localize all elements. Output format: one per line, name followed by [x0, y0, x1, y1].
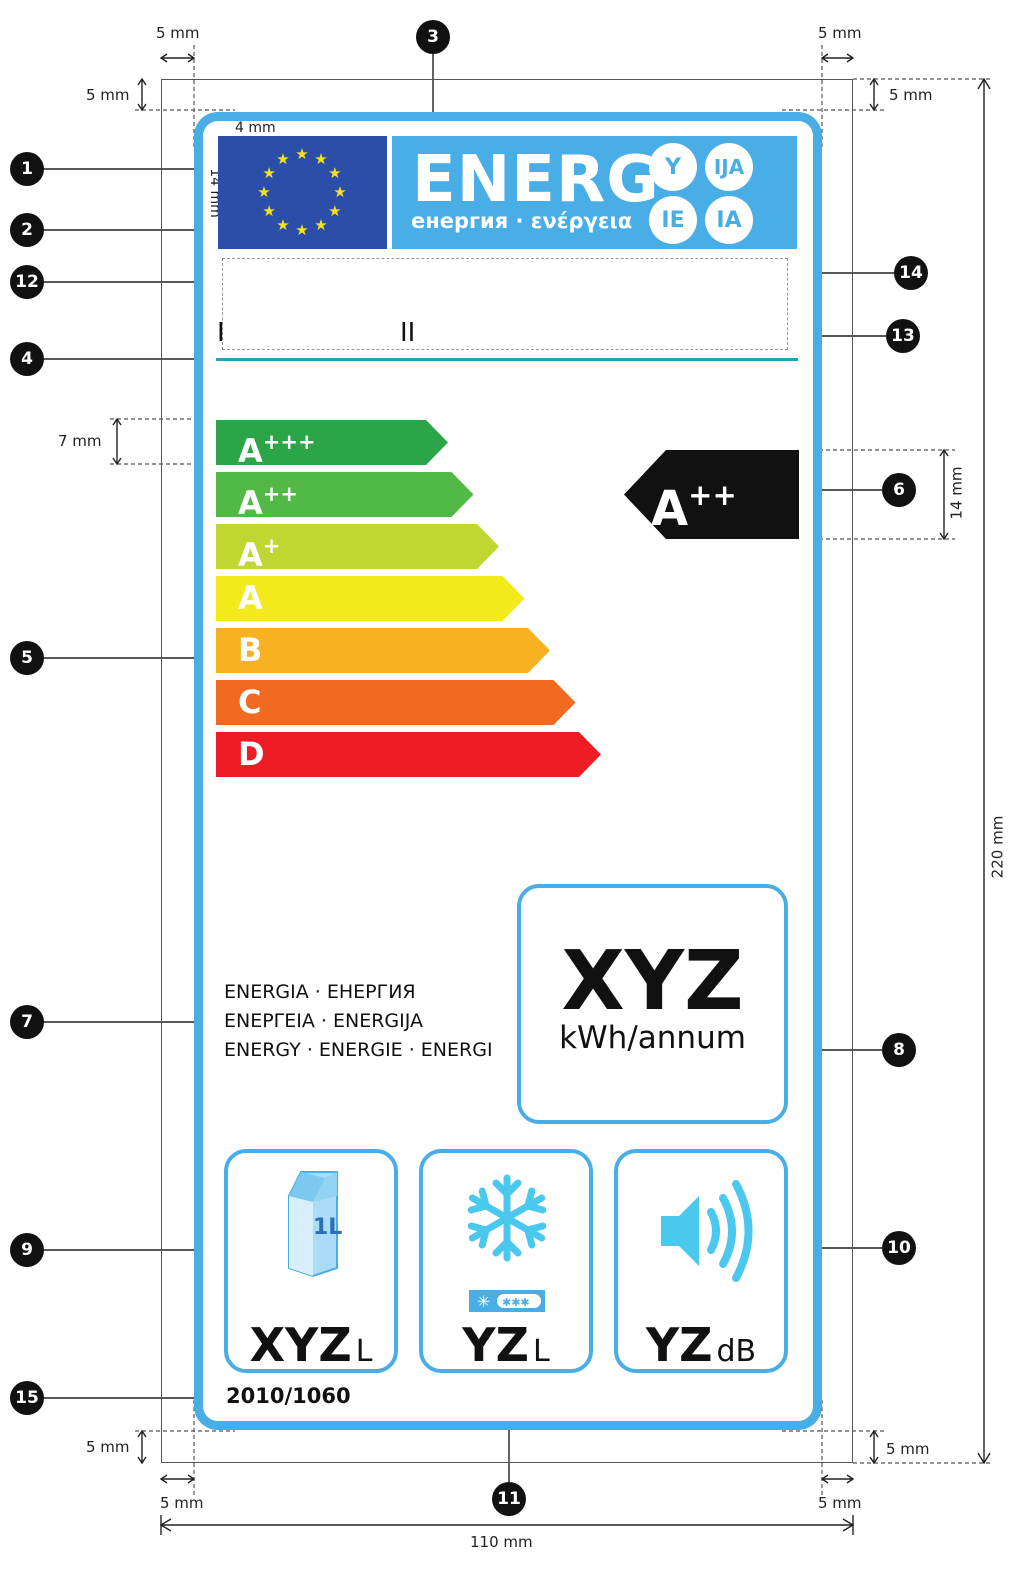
- snowflake-icon: [461, 1174, 553, 1264]
- energy-class-bar: [216, 472, 474, 517]
- callout-13: 13: [886, 319, 920, 353]
- callout-12: 12: [10, 265, 44, 299]
- energy-class-label: D: [238, 735, 265, 773]
- callout-5: 5: [10, 641, 44, 675]
- callout-14: 14: [894, 256, 928, 290]
- outer-print-boundary: [161, 79, 853, 1463]
- energy-class-label: A+: [238, 534, 281, 574]
- callout-3: 3: [416, 20, 450, 54]
- dim-class-bar-height: 7 mm: [58, 432, 102, 450]
- milk-carton-icon: 1L: [288, 1171, 342, 1278]
- energy-class-label: A++: [238, 482, 298, 522]
- callout-1: 1: [10, 152, 44, 186]
- suffix-y: Y: [649, 143, 697, 191]
- flag-star: ★: [295, 145, 308, 163]
- callout-7: 7: [10, 1005, 44, 1039]
- callout-6: 6: [882, 473, 916, 507]
- callout-11: 11: [492, 1482, 526, 1516]
- multilingual-line-1: ENERGIA · ЕНЕРГИЯ: [224, 981, 416, 1003]
- dim-total-width: 110 mm: [470, 1533, 533, 1551]
- energy-class-bar: [216, 524, 499, 569]
- efficiency-class-indicator: [624, 450, 799, 539]
- freezer-stars-icon: ✳ ✱✱✱: [469, 1290, 545, 1312]
- noise-box: [614, 1149, 788, 1373]
- annual-consumption-value: XYZ: [561, 934, 744, 1029]
- energy-class-bar: [216, 628, 550, 673]
- callout-4: 4: [10, 342, 44, 376]
- indicator-class-base: A: [651, 481, 689, 537]
- noise-unit: dB: [716, 1334, 757, 1369]
- dim-top-left-margin: 5 mm: [156, 24, 200, 42]
- flag-star: ★: [328, 164, 341, 182]
- dim-left-top-margin: 5 mm: [86, 86, 130, 104]
- dim-top-right-margin: 5 mm: [818, 24, 862, 42]
- noise-number: YZ: [645, 1318, 713, 1372]
- dim-bottom-right-margin: 5 mm: [818, 1494, 862, 1512]
- frozen-volume-box: [419, 1149, 593, 1373]
- dim-right-bottom-margin: 5 mm: [886, 1440, 930, 1458]
- flag-star: ★: [276, 150, 289, 168]
- dim-right-top-margin: 5 mm: [889, 86, 933, 104]
- suffix-ie: IE: [649, 196, 697, 244]
- flag-star: ★: [262, 164, 275, 182]
- milk-carton-label: 1L: [313, 1215, 342, 1240]
- frozen-volume-unit: L: [532, 1334, 550, 1369]
- callout-9: 9: [10, 1233, 44, 1267]
- callout-15: 15: [10, 1381, 44, 1415]
- energy-class-label: A+++: [238, 430, 316, 470]
- speaker-icon: [661, 1180, 753, 1282]
- dim-flag-offset: 4 mm: [235, 120, 276, 136]
- callout-8: 8: [882, 1033, 916, 1067]
- energy-class-bar: [216, 732, 601, 777]
- flag-star: ★: [328, 202, 341, 220]
- svg-text:✱✱✱: ✱✱✱: [502, 1296, 530, 1309]
- dim-bottom-left-margin: 5 mm: [160, 1494, 204, 1512]
- indicator-class-label: A++: [651, 468, 737, 536]
- annual-consumption-unit: kWh/annum: [559, 1020, 746, 1056]
- eu-flag-icon: ★★★★★★★★★★★★: [218, 136, 387, 249]
- fresh-volume-number: XYZ: [249, 1318, 352, 1372]
- regulation-number: 2010/1060: [226, 1384, 351, 1408]
- indicator-class-sup: ++: [688, 478, 737, 512]
- flag-star: ★: [333, 183, 346, 201]
- energy-class-label: B: [238, 631, 263, 669]
- callout-10: 10: [882, 1231, 916, 1265]
- callout-2: 2: [10, 213, 44, 247]
- fresh-volume-unit: L: [355, 1334, 373, 1369]
- flag-star: ★: [257, 183, 270, 201]
- energ-word: ENERG: [412, 143, 660, 217]
- flag-star: ★: [295, 221, 308, 239]
- annual-consumption-box: [517, 884, 788, 1124]
- flag-star: ★: [276, 216, 289, 234]
- fresh-volume-box: [224, 1149, 398, 1373]
- flag-star: ★: [314, 150, 327, 168]
- energy-class-bar: [216, 576, 525, 621]
- dim-total-height: 220 mm: [988, 815, 1007, 879]
- energy-class-bar: [216, 680, 576, 725]
- energy-subtitle: енергия · ενέργεια: [411, 209, 633, 233]
- header-divider: [216, 358, 798, 361]
- suffix-ija: IJA: [705, 143, 753, 191]
- energy-class-bar: [216, 420, 448, 465]
- model-identifier-field: II: [400, 318, 416, 348]
- supplier-name-field: I: [217, 318, 225, 348]
- flag-star: ★: [262, 202, 275, 220]
- dim-left-bottom-margin: 5 mm: [86, 1438, 130, 1456]
- frozen-volume-number: YZ: [462, 1318, 529, 1372]
- energy-class-label: A: [238, 579, 263, 617]
- flag-star: ★: [314, 216, 327, 234]
- dim-indicator-height: 14 mm: [947, 466, 966, 520]
- energy-class-label: C: [238, 683, 262, 721]
- supplier-model-box: [222, 258, 788, 350]
- suffix-ia: IA: [705, 196, 753, 244]
- svg-text:✳: ✳: [477, 1292, 490, 1311]
- multilingual-line-3: ENERGY · ENERGIE · ENERGI: [224, 1039, 493, 1061]
- multilingual-line-2: ΕΝΕΡΓΕΙΑ · ENERGIJA: [224, 1010, 424, 1032]
